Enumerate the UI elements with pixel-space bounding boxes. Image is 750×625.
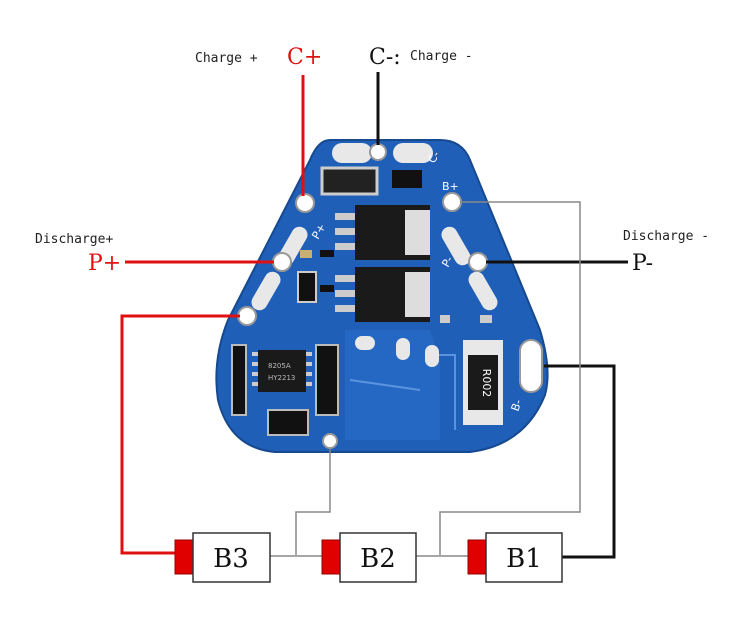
b1-sense-pad xyxy=(442,192,462,212)
p-minus-slot-2 xyxy=(468,271,498,311)
p-minus-label: P- xyxy=(632,251,653,276)
pad-top-right xyxy=(393,143,433,163)
battery-b1-body xyxy=(485,532,563,583)
p-plus-label: P+ xyxy=(88,251,121,276)
c-minus-pad xyxy=(369,143,387,161)
battery-b2-terminal xyxy=(321,539,343,575)
svg-text:HY2213: HY2213 xyxy=(268,374,295,382)
battery-b1: B1 xyxy=(467,532,563,583)
discharge-plus-label: Discharge+ xyxy=(35,232,113,247)
c-plus-pad xyxy=(295,193,315,213)
silk-b-minus: B- xyxy=(509,398,525,413)
p-minus-pad xyxy=(468,252,488,272)
mosfet-lower xyxy=(335,267,430,322)
charge-minus-label: Charge - xyxy=(410,49,473,64)
p-minus-slot-1 xyxy=(441,226,471,266)
c-minus-label: C-: xyxy=(369,45,401,70)
smd-array-left xyxy=(231,344,247,416)
protection-ic: 8205A HY2213 xyxy=(252,350,312,392)
b-minus-wire xyxy=(544,364,616,559)
pad-top-left xyxy=(332,143,372,163)
smd-cap-2 xyxy=(297,271,317,303)
p-plus-pad xyxy=(272,252,292,272)
battery-b2: B2 xyxy=(321,532,417,583)
slot-hole-1 xyxy=(355,336,375,350)
p-plus-slot-2 xyxy=(251,271,281,311)
b2-sense-pad xyxy=(322,433,338,449)
smd-res-2 xyxy=(320,285,334,292)
slot-hole-2 xyxy=(396,338,410,360)
charge-plus-label: Charge + xyxy=(195,51,258,66)
smd-array-right xyxy=(315,344,339,416)
battery-b2-label: B2 xyxy=(360,544,396,574)
discharge-minus-label: Discharge - xyxy=(623,229,709,244)
svg-text:8205A: 8205A xyxy=(268,362,291,370)
tiny-pad-1 xyxy=(440,315,450,323)
smd-cap-1 xyxy=(300,250,312,258)
b1-sense-wire xyxy=(439,201,581,555)
tiny-pad-2 xyxy=(480,315,492,323)
pcb-trace-area xyxy=(345,330,440,440)
battery-b3-label: B3 xyxy=(213,544,249,574)
diode-component xyxy=(320,166,379,196)
pcb-board: 8205A HY2213 R002 P+ P- C xyxy=(215,139,549,453)
b-minus-pad xyxy=(519,339,543,393)
sense-resistor: R002 xyxy=(463,340,503,425)
b-plus-wire xyxy=(120,314,240,555)
smd-res-1 xyxy=(320,250,334,257)
b-plus-pad xyxy=(237,306,257,326)
slot-hole-3 xyxy=(425,345,439,367)
silk-b-plus: B+ xyxy=(442,180,459,193)
battery-b2-body xyxy=(339,532,417,583)
mosfet-upper xyxy=(335,205,430,260)
silk-c-minus: C- xyxy=(425,149,442,166)
small-chip-top xyxy=(392,170,422,188)
battery-b1-label: B1 xyxy=(506,544,542,574)
battery-b3-terminal xyxy=(174,539,196,575)
c-plus-label: C+ xyxy=(287,45,322,70)
pcb-trace-line xyxy=(349,379,421,391)
battery-b1-terminal xyxy=(467,539,489,575)
battery-b3-body xyxy=(192,532,271,583)
battery-b3: B3 xyxy=(174,532,271,583)
b2-sense-wire xyxy=(295,448,331,555)
smd-array-bottom xyxy=(267,409,309,436)
resistor-label: R002 xyxy=(480,369,493,398)
